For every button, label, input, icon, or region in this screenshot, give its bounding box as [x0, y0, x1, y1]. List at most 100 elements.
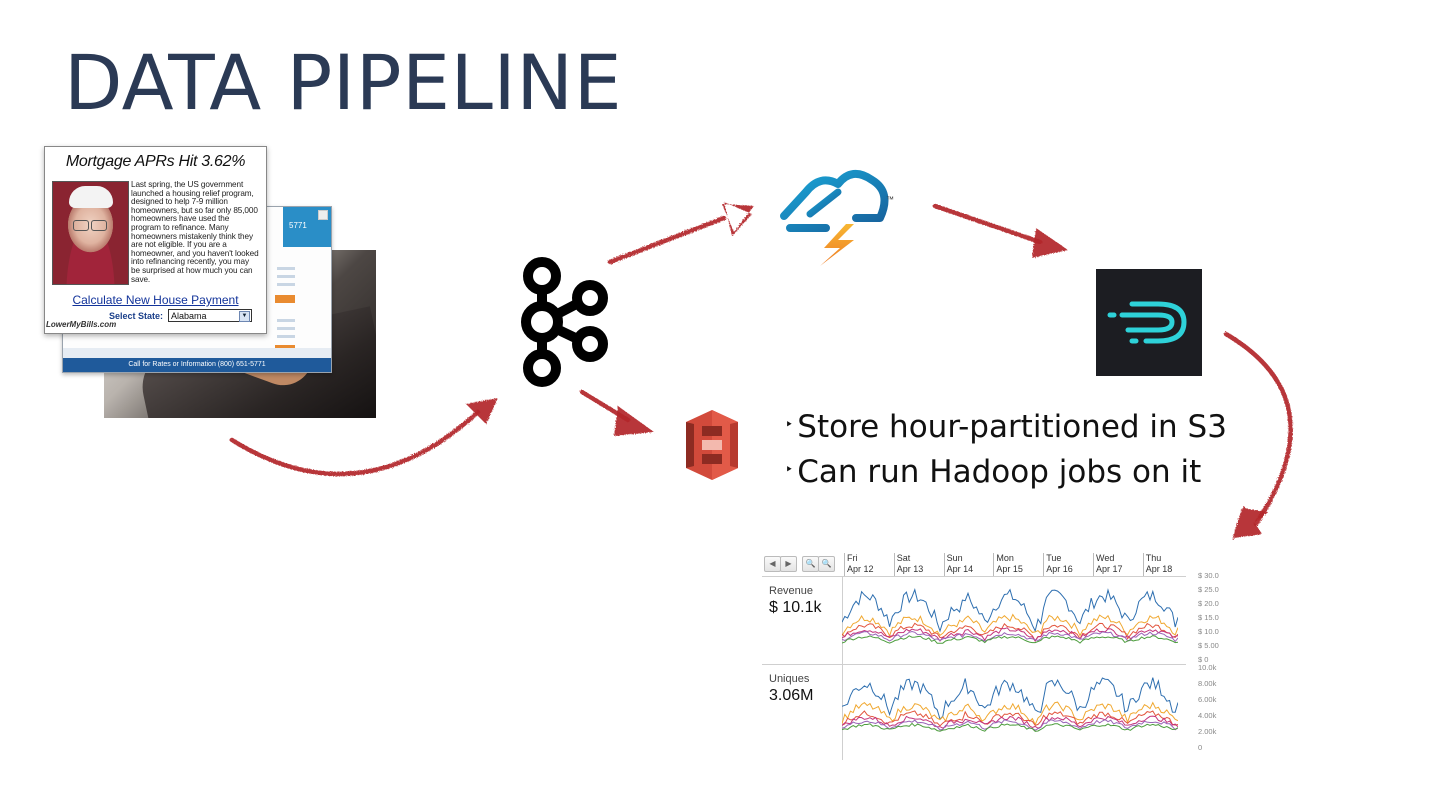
- axis-tick-label: $ 15.0: [1198, 613, 1219, 622]
- axis-tick-label: $ 10.0: [1198, 627, 1219, 636]
- druid-logo: [1096, 269, 1202, 376]
- next-button[interactable]: ▶: [780, 556, 797, 572]
- trademark-symbol: ™: [886, 195, 894, 204]
- druid-logo-icon: [1107, 301, 1187, 344]
- day-tick: [1043, 553, 1045, 576]
- bullet-text: Can run Hadoop jobs on it: [797, 454, 1202, 490]
- state-select-value: Alabama: [171, 311, 207, 321]
- arrow-ad-to-kafka: [229, 409, 481, 477]
- rate-line: [277, 275, 295, 278]
- axis-tick-label: 4.00k: [1198, 711, 1217, 720]
- arrowhead-icon: [1232, 506, 1268, 540]
- arrowhead-icon: [614, 406, 654, 436]
- series-line: [842, 627, 1178, 643]
- back-ad-strip: [63, 348, 331, 358]
- day-tick: [893, 553, 895, 576]
- day-tick: [943, 553, 945, 576]
- series-line: [842, 635, 1178, 644]
- glasses-lens: [73, 220, 89, 231]
- rate-line: [277, 327, 295, 330]
- arrow-druid-to-dashboard: [1223, 331, 1293, 527]
- bullet-icon: ‣: [785, 417, 794, 433]
- bullet-text: Store hour-partitioned in S3: [797, 409, 1227, 445]
- axis-tick-label: $ 5.00: [1198, 641, 1219, 650]
- ad-body-text: Last spring, the US government launched …: [131, 180, 259, 284]
- label-divider: [842, 576, 843, 760]
- arrowhead-icon: [466, 398, 498, 424]
- rate-line: [277, 267, 295, 270]
- panel-divider: [762, 664, 1186, 665]
- panel-divider: [762, 576, 1186, 577]
- zoom-out-button[interactable]: 🔍: [818, 556, 835, 572]
- series-line: [842, 701, 1178, 726]
- zoom-in-button[interactable]: 🔍: [802, 556, 819, 572]
- axis-tick-label: $ 0: [1198, 655, 1209, 664]
- series-line: [842, 622, 1178, 642]
- prev-button[interactable]: ◀: [764, 556, 781, 572]
- revenue-label: Revenue: [769, 585, 814, 597]
- glasses-lens: [91, 220, 107, 231]
- series-line: [842, 677, 1178, 721]
- hair-shape: [69, 186, 113, 208]
- axis-tick-label: $ 25.0: [1198, 585, 1219, 594]
- state-label: Select State:: [109, 311, 164, 321]
- revenue-chart: [842, 588, 1178, 644]
- mortgage-ad: Mortgage APRs Hit 3.62% Last spring, the…: [44, 146, 267, 334]
- rate-line: [277, 335, 295, 338]
- bullet-icon: ‣: [785, 462, 794, 478]
- uniques-value: 3.06M: [769, 687, 814, 704]
- day-tick: [1142, 553, 1144, 576]
- day-tick: [993, 553, 995, 576]
- rate-line: [277, 283, 295, 286]
- uniques-label: Uniques: [769, 673, 810, 685]
- axis-tick-label: $ 30.0: [1198, 571, 1219, 580]
- axis-tick-label: $ 20.0: [1198, 599, 1219, 608]
- arrowhead-icon: [1032, 228, 1068, 258]
- back-ad-phone: 5771: [289, 221, 307, 230]
- back-ad-footer: Call for Rates or Information (800) 651-…: [63, 358, 331, 372]
- axis-tick-label: 10.0k: [1198, 663, 1217, 672]
- bullet-list: ‣Store hour-partitioned in S3 ‣Can run H…: [785, 404, 1227, 494]
- close-icon: [318, 210, 328, 220]
- back-ad-header: 5771: [283, 207, 331, 247]
- kafka-logo-icon: [521, 257, 608, 387]
- bullet-item: ‣Can run Hadoop jobs on it: [785, 449, 1227, 494]
- s3-logo-icon: [686, 410, 738, 480]
- arrow-storm-to-druid: [932, 203, 1043, 245]
- storm-logo-icon: ™: [780, 170, 894, 266]
- portrait-image: [52, 181, 129, 285]
- orange-button: [275, 295, 295, 303]
- series-line: [842, 715, 1178, 729]
- series-line: [842, 722, 1178, 732]
- series-line: [842, 588, 1178, 633]
- series-line: [842, 630, 1178, 643]
- axis-tick-label: 6.00k: [1198, 695, 1217, 704]
- series-line: [842, 719, 1178, 731]
- arrow-kafka-to-s3: [579, 389, 631, 423]
- page-title: DATA PIPELINE: [64, 38, 623, 127]
- revenue-value: $ 10.1k: [769, 599, 822, 616]
- arrowhead-icon: [722, 202, 754, 236]
- arrow-kafka-to-storm: [607, 215, 727, 265]
- rate-line: [277, 319, 295, 322]
- axis-tick-label: 8.00k: [1198, 679, 1217, 688]
- brand-logo: LowerMyBills.com: [46, 320, 117, 329]
- state-select[interactable]: Alabama ▼: [168, 309, 252, 322]
- bullet-item: ‣Store hour-partitioned in S3: [785, 404, 1227, 449]
- ad-headline: Mortgage APRs Hit 3.62%: [65, 153, 246, 170]
- day-tick: [844, 553, 845, 576]
- axis-tick-label: 2.00k: [1198, 727, 1217, 736]
- series-line: [842, 613, 1178, 638]
- uniques-chart: [842, 677, 1178, 732]
- chevron-down-icon[interactable]: ▼: [239, 311, 250, 322]
- axis-tick-label: 0: [1198, 743, 1203, 752]
- calculate-payment-link[interactable]: Calculate New House Payment: [72, 293, 239, 307]
